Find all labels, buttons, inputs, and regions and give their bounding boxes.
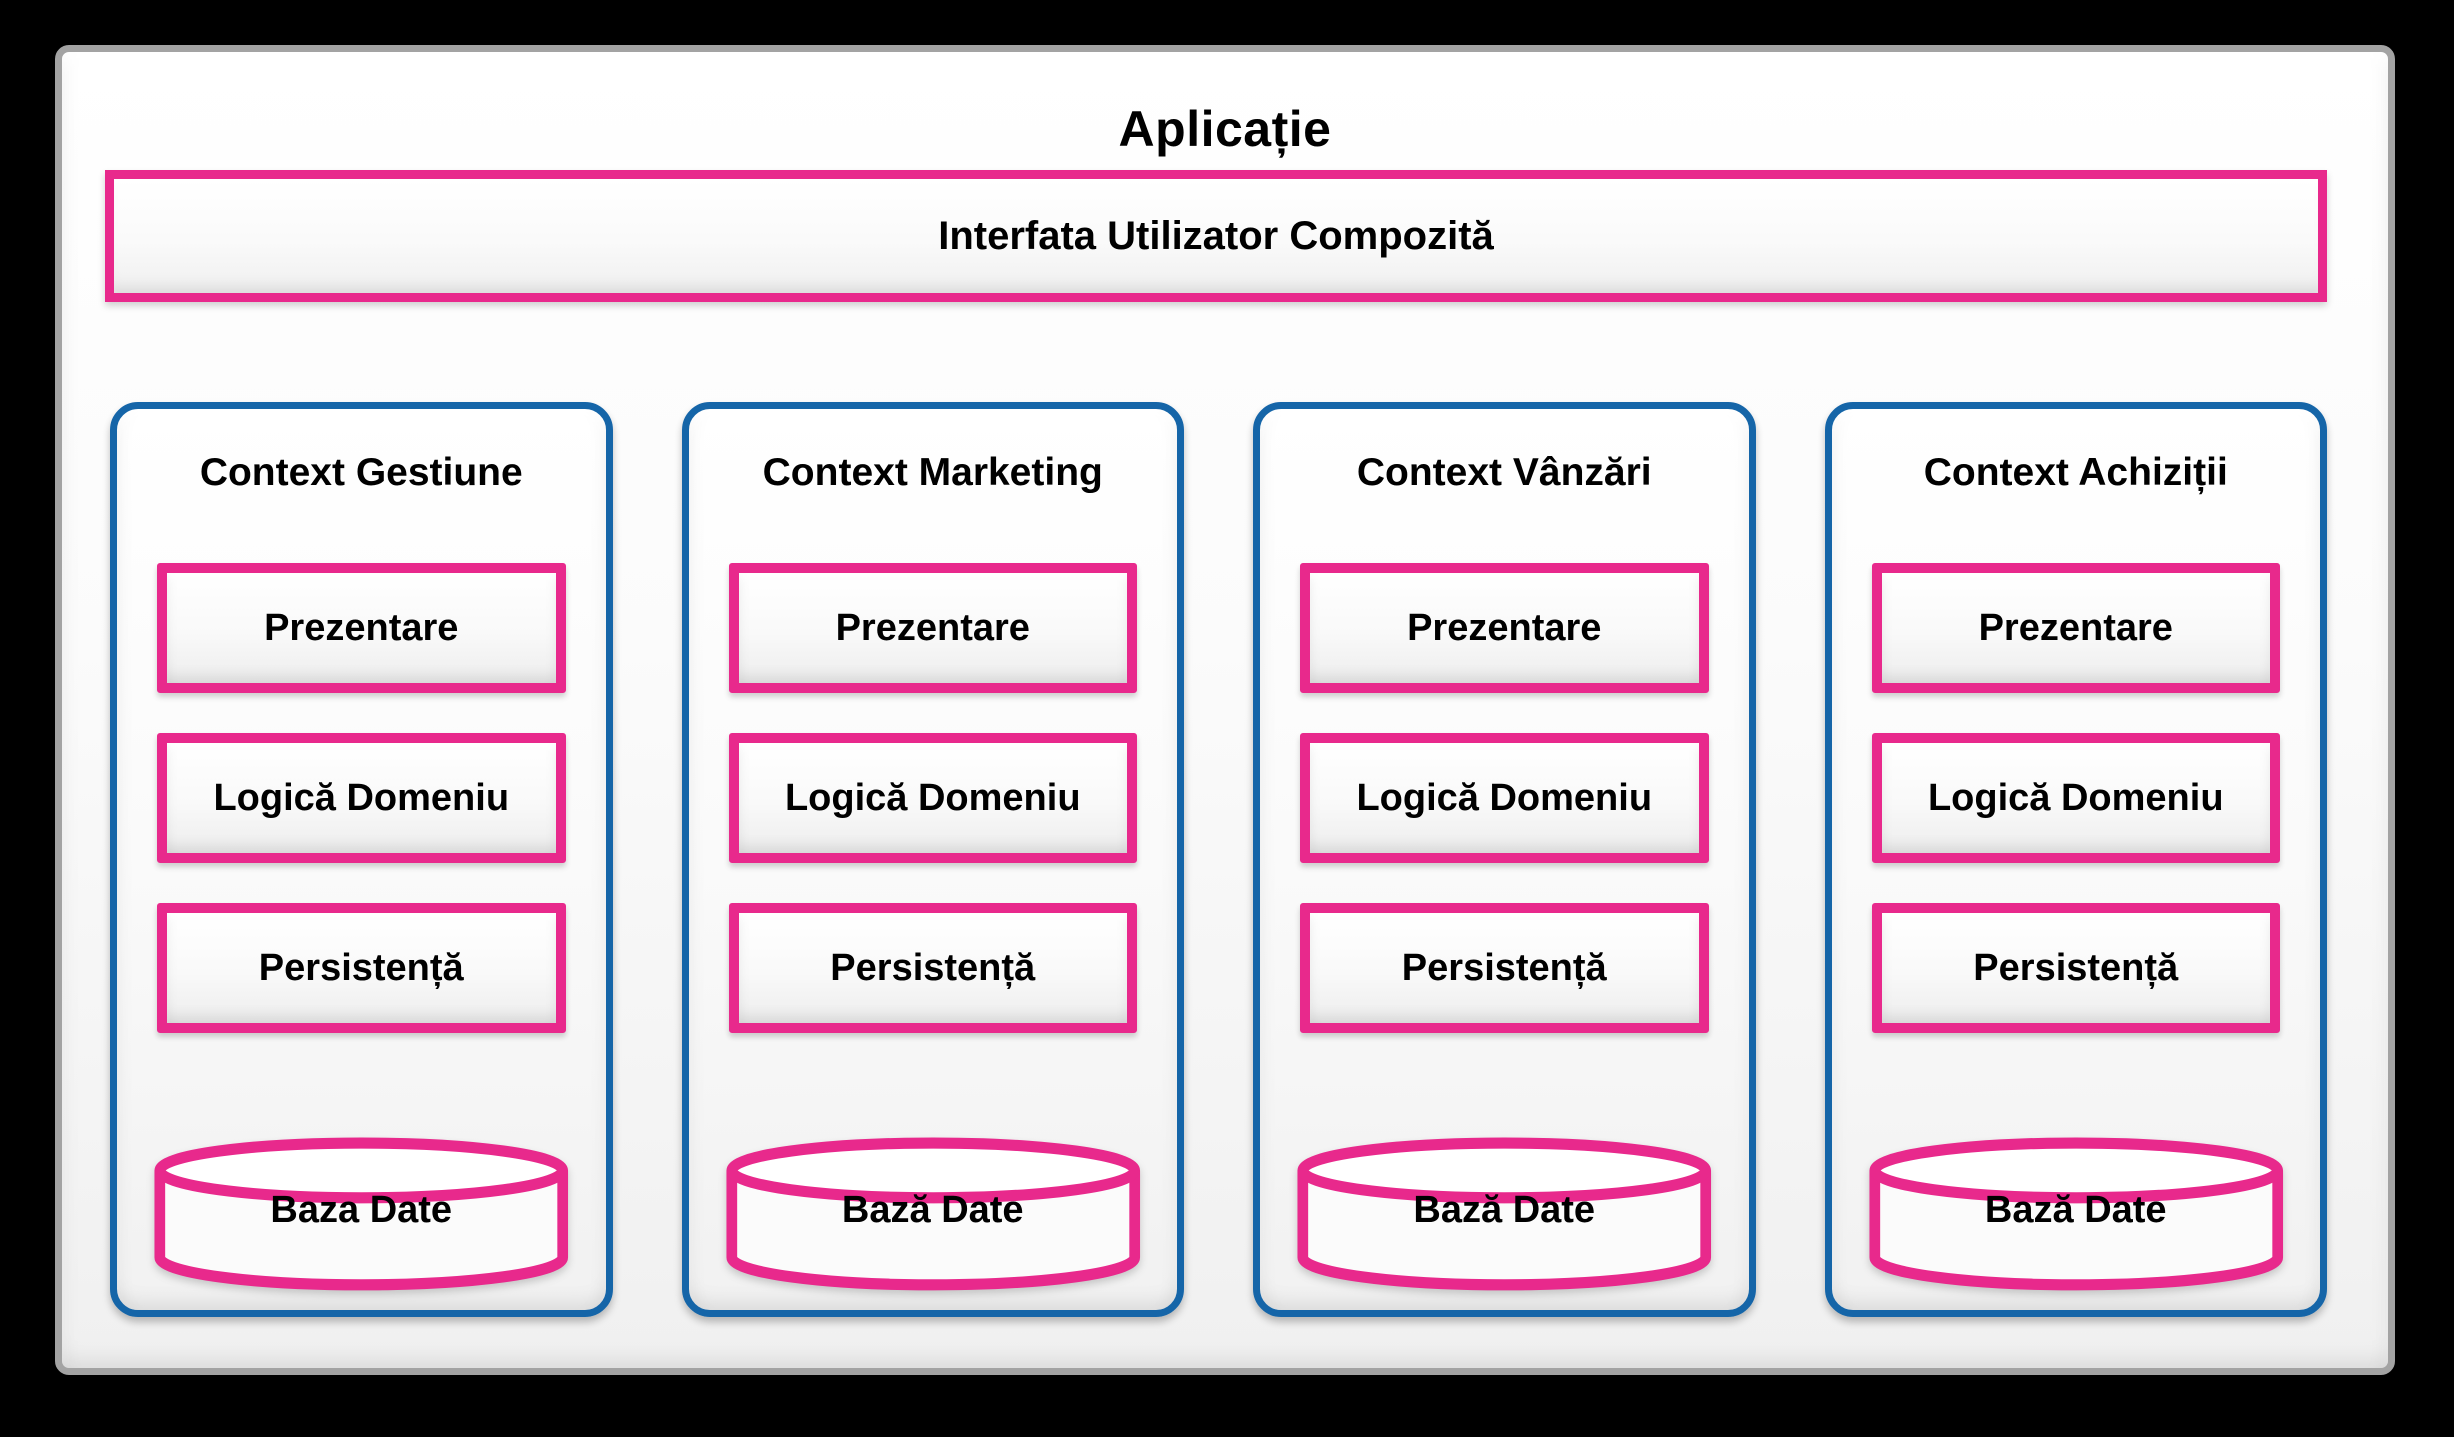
database-label: Bază Date [841, 1189, 1024, 1231]
layer-label: Persistență [258, 946, 464, 989]
layer-label: Persistență [1401, 946, 1607, 989]
context-columns: Context Gestiune Prezentare Logică Domen… [110, 402, 2327, 1317]
layer-label: Logică Domeniu [1927, 776, 2224, 819]
layer-box-persistenta: Persistență [1300, 903, 1709, 1033]
layer-box-logica-domeniu: Logică Domeniu [728, 733, 1137, 863]
layer-label: Logică Domeniu [1356, 776, 1653, 819]
database-cylinder-icon [1297, 1137, 1712, 1291]
layer-box-prezentare: Prezentare [1871, 563, 2280, 693]
layer-label: Prezentare [264, 606, 459, 649]
application-title: Aplicație [1118, 101, 1332, 157]
database-label: Bază Date [1413, 1189, 1596, 1231]
application-container: Aplicație Interfata Utilizator Compozită… [55, 45, 2395, 1375]
context-title: Context Vânzări [1356, 451, 1652, 494]
context-card: Context Achiziții Prezentare Logică Dome… [1824, 402, 2327, 1317]
layer-label: Logică Domeniu [784, 776, 1081, 819]
context-title: Context Achiziții [1923, 451, 2228, 494]
context-card: Context Vânzări Prezentare Logică Domeni… [1253, 402, 1756, 1317]
database-cylinder-icon [1868, 1137, 2283, 1291]
layer-box-persistenta: Persistență [728, 903, 1137, 1033]
database-label: Bază Date [1984, 1189, 2167, 1231]
context-card: Context Gestiune Prezentare Logică Domen… [110, 402, 613, 1317]
layer-label: Logică Domeniu [213, 776, 510, 819]
layer-box-persistenta: Persistență [157, 903, 566, 1033]
layer-label: Prezentare [1407, 606, 1602, 649]
database-cylinder: Bază Date [725, 1137, 1142, 1297]
layer-box-logica-domeniu: Logică Domeniu [157, 733, 566, 863]
database-label: Baza Date [270, 1189, 453, 1231]
layer-box-logica-domeniu: Logică Domeniu [1871, 733, 2280, 863]
context-title: Context Gestiune [199, 451, 523, 494]
database-cylinder-icon [154, 1137, 569, 1291]
database-cylinder-icon [725, 1137, 1140, 1291]
layer-box-persistenta: Persistență [1871, 903, 2280, 1033]
database-cylinder: Baza Date [153, 1137, 570, 1297]
layer-box-prezentare: Prezentare [157, 563, 566, 693]
composite-ui-label: Interfata Utilizator Compozită [938, 213, 1494, 258]
database-cylinder: Bază Date [1868, 1137, 2285, 1297]
layer-box-prezentare: Prezentare [1300, 563, 1709, 693]
layer-label: Prezentare [1978, 606, 2173, 649]
layer-box-prezentare: Prezentare [728, 563, 1137, 693]
layer-label: Persistență [830, 946, 1036, 989]
context-title: Context Marketing [762, 451, 1103, 494]
layer-label: Prezentare [835, 606, 1030, 649]
layer-label: Persistență [1973, 946, 2179, 989]
layer-box-logica-domeniu: Logică Domeniu [1300, 733, 1709, 863]
composite-ui-bar: Interfata Utilizator Compozită [105, 170, 2327, 302]
database-cylinder: Bază Date [1296, 1137, 1713, 1297]
context-card: Context Marketing Prezentare Logică Dome… [681, 402, 1184, 1317]
